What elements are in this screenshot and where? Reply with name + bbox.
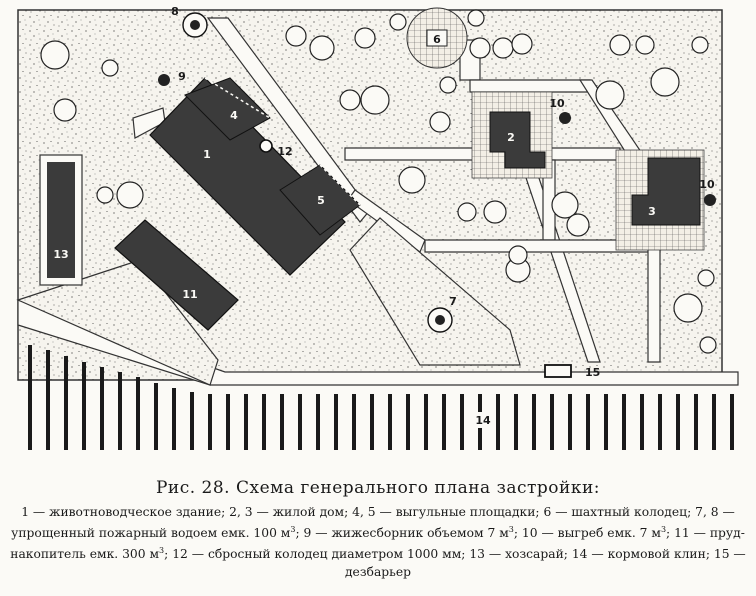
slurry-collector xyxy=(158,74,170,86)
drop-well xyxy=(259,139,273,153)
cesspool-b xyxy=(704,194,716,206)
label-10b: 10 xyxy=(699,178,715,191)
label-11: 11 xyxy=(182,288,197,301)
label-7: 7 xyxy=(449,295,457,308)
label-bg-14 xyxy=(472,412,494,428)
legend-part-3: ; 10 — выгреб емк. 7 м xyxy=(513,526,661,541)
fire-pond-8 xyxy=(182,12,208,38)
house-3 xyxy=(631,157,701,226)
cesspool-a xyxy=(559,112,571,124)
legend-sup-2: 3 xyxy=(508,525,514,534)
legend-part-2: ; 9 — жижесборник объемом 7 м xyxy=(295,526,509,541)
label-15: 15 xyxy=(585,366,600,379)
label-14: 14 xyxy=(475,414,491,427)
label-2: 2 xyxy=(507,131,515,144)
label-6: 6 xyxy=(433,33,441,46)
figure-title: Рис. 28. Схема генерального плана застро… xyxy=(155,478,601,498)
storage-pond xyxy=(114,219,239,331)
trees xyxy=(40,9,717,354)
legend-part-5: ; 12 — сбросный колодец диаметром 1000 м… xyxy=(164,547,746,580)
lawn-left xyxy=(16,259,219,386)
label-8: 8 xyxy=(171,5,179,18)
label-13: 13 xyxy=(53,248,68,261)
shed-inner xyxy=(47,162,75,278)
legend-part-1: 1 — животноводческое здание; 2, 3 — жило… xyxy=(11,505,735,541)
label-1: 1 xyxy=(203,148,211,161)
house-2 xyxy=(489,111,546,169)
label-4: 4 xyxy=(230,109,238,122)
label-10a: 10 xyxy=(549,97,565,110)
lawn-7 xyxy=(349,217,521,366)
legend-sup-3: 3 xyxy=(660,525,667,534)
label-9: 9 xyxy=(178,70,186,83)
site-plan-drawing: 1 2 3 4 5 6 7 8 9 10 10 11 12 13 14 15 xyxy=(16,5,739,450)
livestock-building xyxy=(149,77,361,276)
label-5: 5 xyxy=(317,194,325,207)
fire-pond-7 xyxy=(427,307,453,333)
legend-sup-4: 3 xyxy=(159,546,165,556)
label-3: 3 xyxy=(648,205,656,218)
legend-sup-1: 3 xyxy=(290,525,296,534)
disinfection-barrier xyxy=(544,364,572,378)
legend-part-4: ; 11 — пруд-накопитель емк. 300 м xyxy=(10,526,745,562)
figure-legend: 1 — животноводческое здание; 2, 3 — жило… xyxy=(10,503,746,581)
shaft-well xyxy=(406,7,468,69)
label-12: 12 xyxy=(277,145,292,158)
